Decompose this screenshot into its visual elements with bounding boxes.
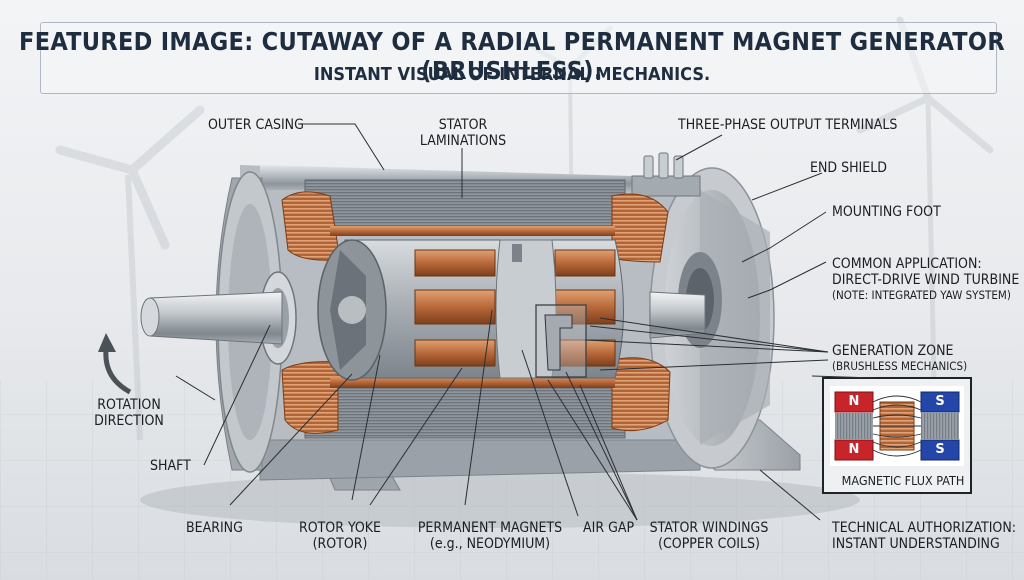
label-stator-windings-line1: STATOR WINDINGS — [649, 520, 769, 536]
label-common-application-note: (NOTE: INTEGRATED YAW SYSTEM) — [832, 288, 1011, 302]
magnetic-flux-inset — [822, 377, 972, 494]
stator-windings-shape — [281, 191, 671, 434]
label-outer-casing: OUTER CASING — [208, 117, 304, 133]
label-common-application: COMMON APPLICATION: DIRECT-DRIVE WIND TU… — [832, 256, 1019, 303]
label-generation-zone-note: (BRUSHLESS MECHANICS) — [832, 359, 968, 373]
flux-pole-south-top: S — [935, 394, 945, 409]
label-stator-windings-note: (COPPER COILS) — [658, 536, 760, 552]
label-stator-laminations-line1: STATOR — [438, 117, 488, 133]
label-permanent-magnets-line1: PERMANENT MAGNETS — [417, 520, 563, 536]
label-shaft: SHAFT — [150, 458, 191, 474]
label-three-phase-terminals: THREE-PHASE OUTPUT TERMINALS — [678, 117, 898, 133]
label-technical-line1: TECHNICAL AUTHORIZATION: — [832, 520, 1016, 536]
label-stator-laminations-line2: LAMINATIONS — [419, 133, 507, 149]
label-bearing: BEARING — [186, 520, 243, 536]
label-technical-line2: INSTANT UNDERSTANDING — [832, 536, 1000, 552]
label-mounting-foot: MOUNTING FOOT — [832, 204, 941, 220]
label-generation-zone: GENERATION ZONE (BRUSHLESS MECHANICS) — [832, 343, 967, 374]
label-stator-windings: STATOR WINDINGS (COPPER COILS) — [646, 520, 772, 552]
label-rotation-direction-line2: DIRECTION — [94, 413, 164, 429]
stator-laminations-top-shape — [304, 179, 626, 227]
label-rotation-direction-line1: ROTATION — [97, 397, 161, 413]
label-rotor-yoke-note: (ROTOR) — [312, 536, 368, 552]
flux-pole-south-bottom: S — [935, 442, 945, 457]
label-rotation-direction: ROTATION DIRECTION — [84, 397, 174, 429]
rotation-arrow-icon — [103, 349, 132, 395]
stator-laminations-bottom-shape — [304, 387, 626, 439]
title-frame — [40, 22, 997, 94]
terminal-box-shape — [631, 152, 701, 197]
label-rotor-yoke-line1: ROTOR YOKE — [298, 520, 382, 536]
label-technical-authorization: TECHNICAL AUTHORIZATION: INSTANT UNDERST… — [832, 520, 1016, 552]
label-common-application-line2: DIRECT-DRIVE WIND TURBINE — [832, 272, 1020, 288]
flux-pole-north-bottom: N — [848, 442, 860, 457]
flux-inset-caption: MAGNETIC FLUX PATH — [841, 473, 965, 488]
page-subtitle: INSTANT VISUAL OF INTERNAL MECHANICS. — [313, 64, 711, 85]
label-rotor-yoke: ROTOR YOKE (ROTOR) — [292, 520, 388, 552]
page-title: FEATURED IMAGE: CUTAWAY OF A RADIAL PERM… — [19, 27, 1005, 85]
shaft-shape — [140, 291, 706, 345]
label-common-application-line1: COMMON APPLICATION: — [832, 256, 982, 272]
label-generation-zone-line1: GENERATION ZONE — [832, 343, 954, 359]
label-stator-laminations: STATOR LAMINATIONS — [408, 117, 518, 149]
flux-pole-north-top: N — [848, 394, 860, 409]
label-end-shield: END SHIELD — [810, 160, 887, 176]
label-permanent-magnets: PERMANENT MAGNETS (e.g., NEODYMIUM) — [410, 520, 570, 552]
callout-lines — [175, 123, 876, 521]
label-air-gap: AIR GAP — [583, 520, 635, 536]
label-permanent-magnets-note: (e.g., NEODYMIUM) — [429, 536, 551, 552]
rotor-yoke-end-shape — [317, 239, 387, 381]
